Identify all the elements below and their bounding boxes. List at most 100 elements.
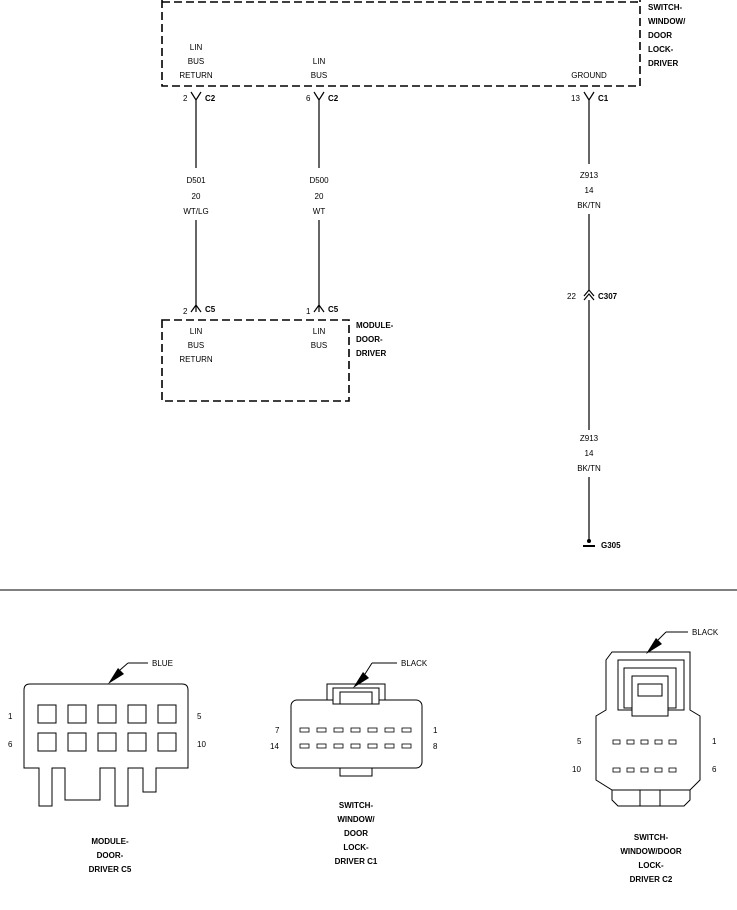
module-name-line-3: DRIVER [356, 349, 386, 358]
connector-c2-pin-label-1: 1 [712, 737, 717, 746]
module-pin1-label-3: RETURN [179, 355, 213, 364]
connector-c2-name-line-3: LOCK- [638, 861, 664, 870]
inline-connector-name: C307 [598, 292, 618, 301]
connector-c5-color: BLUE [152, 659, 173, 668]
wire-d500-color: WT [313, 207, 326, 216]
switch-pin2-label-1: LIN [313, 57, 326, 66]
connector-c2-pin-label-10: 10 [572, 765, 581, 774]
ground-name: G305 [601, 541, 621, 550]
switch-pin3-cavity: 13 [571, 94, 580, 103]
connector-c2-pointer-arrow [646, 638, 662, 654]
connector-c1-bottom-key [339, 767, 373, 777]
switch-window-door-lock-driver: SWITCH- WINDOW/ DOOR LOCK- DRIVER LIN BU… [161, 0, 686, 87]
switch-name-line-1: SWITCH- [648, 3, 683, 12]
module-pin2-label-1: LIN [313, 327, 326, 336]
module-pin2-connector: C5 [328, 305, 339, 314]
connector-c2-bottom-skirt [611, 789, 691, 807]
connector-c2-pin-label-5: 5 [577, 737, 582, 746]
switch-name-line-5: DRIVER [648, 59, 678, 68]
switch-pin3-label-1: GROUND [571, 71, 607, 80]
connector-c1-pin-label-14: 14 [270, 742, 279, 751]
wire-z913-lower-gauge: 14 [585, 449, 594, 458]
connector-c1-pin-label-1: 1 [433, 726, 438, 735]
module-door-driver: LIN BUS RETURN LIN BUS MODULE- DOOR- DRI… [161, 319, 394, 402]
connector-c1-name-line-4: LOCK- [343, 843, 369, 852]
connector-c2-pin-label-6: 6 [712, 765, 717, 774]
module-pin1-label-1: LIN [190, 327, 203, 336]
wire-z913-upper-gauge: 14 [585, 186, 594, 195]
module-pin1-label-2: BUS [188, 341, 204, 350]
connector-c1-housing [290, 699, 423, 769]
switch-pin1-label-3: RETURN [179, 71, 213, 80]
connector-view-switch-c1: BLACK 7 1 14 8 SWITCH- WINDOW/ DOOR LOCK… [270, 659, 438, 866]
wire-d501: 2 C2 D501 20 WT/LG 2 C5 [183, 91, 216, 316]
inline-connector-c307-symbol [583, 214, 595, 430]
connector-c2-name-line-1: SWITCH- [634, 833, 669, 842]
connector-c1-name-line-2: WINDOW/ [337, 815, 375, 824]
connector-c1-pin-label-7: 7 [275, 726, 280, 735]
wire-d500-circuit: D500 [309, 176, 329, 185]
module-pin2-label-2: BUS [311, 341, 327, 350]
connector-c1-name-line-1: SWITCH- [339, 801, 374, 810]
connector-c5-name-line-1: MODULE- [91, 837, 129, 846]
switch-pin1-label-1: LIN [190, 43, 203, 52]
connector-c2-cavities [612, 739, 677, 773]
switch-pin3-connector: C1 [598, 94, 609, 103]
module-pin1-cavity: 2 [183, 307, 188, 316]
connector-c5-pin-label-10: 10 [197, 740, 206, 749]
connector-view-switch-c2: BLACK 5 1 10 6 SWITCH- WINDOW/DOOR LOCK-… [572, 628, 719, 884]
wire-z913-upper-circuit: Z913 [580, 171, 599, 180]
connector-c5-cavities [37, 704, 177, 752]
connector-c1-name-line-3: DOOR [344, 829, 368, 838]
connector-c5-pointer-arrow [108, 668, 124, 684]
connector-c2-name-line-2: WINDOW/DOOR [620, 847, 682, 856]
connector-c1-color: BLACK [401, 659, 428, 668]
switch-component-outline [161, 0, 641, 87]
switch-pin2-label-2: BUS [311, 71, 327, 80]
module-pin2-cavity: 1 [306, 307, 311, 316]
connector-c1-latch-tab [339, 691, 373, 705]
wire-z913-lower-circuit: Z913 [580, 434, 599, 443]
connector-c2-name-line-4: DRIVER C2 [630, 875, 673, 884]
connector-c1-pin-label-8: 8 [433, 742, 438, 751]
connector-c2-pointer-line-a [657, 631, 667, 641]
module-pin1-connector: C5 [205, 305, 216, 314]
ground-dot [587, 539, 591, 543]
switch-pin1-label-2: BUS [188, 57, 204, 66]
connector-c5-name-line-2: DOOR- [97, 851, 124, 860]
module-name-line-2: DOOR- [356, 335, 383, 344]
connector-symbol-c1-pin13 [583, 91, 595, 164]
connector-c5-name-line-3: DRIVER C5 [89, 865, 132, 874]
connector-symbol-c5-pin2 [190, 220, 202, 313]
wire-z913: 13 C1 Z913 14 BK/TN 22 C307 Z913 14 BK/T… [567, 91, 621, 550]
wire-d501-color: WT/LG [183, 207, 208, 216]
inline-connector-cavity: 22 [567, 292, 576, 301]
connector-c5-pin-label-1: 1 [8, 712, 13, 721]
switch-name-line-4: LOCK- [648, 45, 674, 54]
wire-d501-circuit: D501 [186, 176, 206, 185]
switch-name-line-2: WINDOW/ [648, 17, 686, 26]
connector-c5-pointer-line-a [119, 662, 129, 671]
connector-c2-latch-tab [637, 683, 663, 697]
switch-name-line-3: DOOR [648, 31, 672, 40]
wire-z913-lower-color: BK/TN [577, 464, 601, 473]
module-name-line-1: MODULE- [356, 321, 394, 330]
switch-pin2-connector: C2 [328, 94, 339, 103]
switch-pin1-cavity: 2 [183, 94, 188, 103]
switch-pin2-cavity: 6 [306, 94, 311, 103]
connector-c1-cavities [299, 727, 412, 749]
connector-view-module-c5: BLUE 1 5 6 10 MODULE- DOOR- DRIVER C5 [8, 659, 206, 874]
connector-c1-pointer-line-a [364, 662, 373, 675]
wire-d500-gauge: 20 [315, 192, 324, 201]
wire-d500: 6 C2 D500 20 WT 1 C5 [306, 91, 339, 316]
module-component-outline [161, 319, 350, 402]
connector-c5-pin-label-5: 5 [197, 712, 202, 721]
connector-symbol-c2-pin2 [190, 91, 202, 168]
connector-c2-color: BLACK [692, 628, 719, 637]
connector-c1-name-line-5: DRIVER C1 [335, 857, 378, 866]
switch-pin1-connector: C2 [205, 94, 216, 103]
connector-symbol-c5-pin1 [313, 220, 325, 313]
connector-c5-pin-label-6: 6 [8, 740, 13, 749]
connector-symbol-c2-pin6 [313, 91, 325, 168]
